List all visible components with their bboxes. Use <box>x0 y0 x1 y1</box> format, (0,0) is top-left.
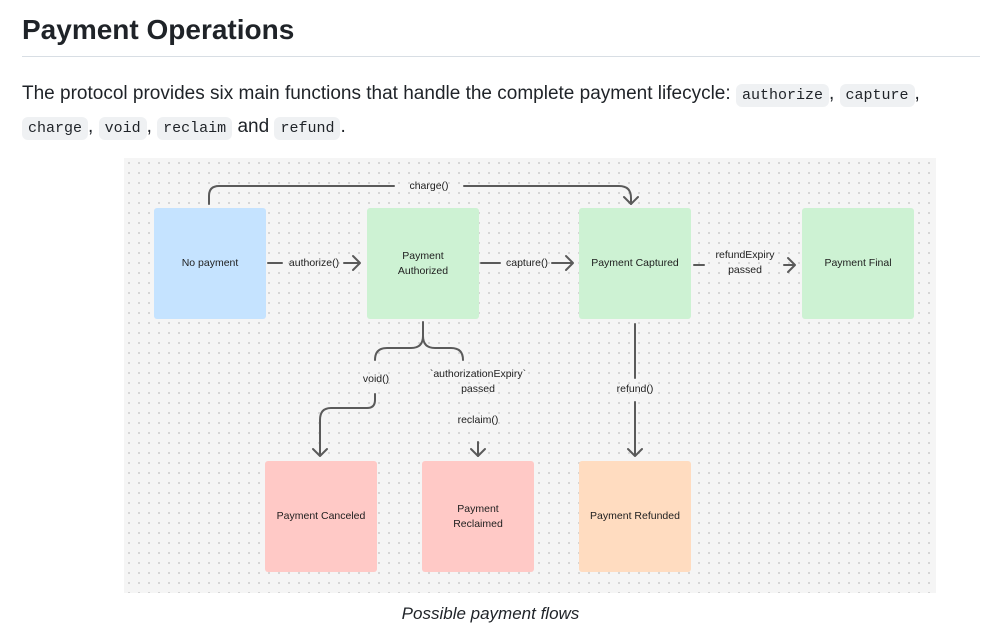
edge-label-authorization-expiry: `authorizationExpiry` passed <box>429 368 527 395</box>
edge-label-refund-expiry: refundExpiry passed <box>715 249 775 276</box>
separator: , <box>914 83 920 104</box>
node-payment-final: Payment Final <box>802 208 914 319</box>
heading-divider <box>22 56 980 57</box>
refund-expiry-arrowhead <box>787 257 796 273</box>
function-authorize: authorize <box>735 84 829 107</box>
edge-label-authorize: authorize() <box>288 257 340 269</box>
node-no-payment: No payment <box>154 208 266 319</box>
separator: , <box>828 83 840 104</box>
payment-flow-diagram: No payment Payment Authorized Payment Ca… <box>124 158 936 593</box>
edge-label-refund: refund() <box>616 383 654 395</box>
separator: , <box>88 116 99 137</box>
page-title: Payment Operations <box>22 14 295 45</box>
node-payment-reclaimed: Payment Reclaimed <box>422 461 534 572</box>
edge-label-void: void() <box>362 373 390 385</box>
node-payment-refunded: Payment Refunded <box>579 461 691 572</box>
void-arrowhead <box>312 448 328 457</box>
separator: , <box>146 116 158 137</box>
capture-arrowhead <box>565 255 574 271</box>
intro-paragraph: The protocol provides six main functions… <box>22 78 972 144</box>
sentence-end: . <box>340 116 346 137</box>
diagram-caption: Possible payment flows <box>401 604 580 623</box>
reclaim-arrowhead <box>470 448 486 457</box>
charge-connector <box>208 185 632 205</box>
edge-label-reclaim: reclaim() <box>457 414 499 426</box>
edge-label-charge: charge() <box>409 180 449 192</box>
function-charge: charge <box>22 117 89 140</box>
branch-brace <box>374 321 464 361</box>
function-refund: refund <box>274 117 341 140</box>
function-reclaim: reclaim <box>157 117 233 140</box>
node-payment-authorized: Payment Authorized <box>367 208 479 319</box>
function-void: void <box>98 117 147 140</box>
authorize-arrowhead <box>352 255 361 271</box>
void-connector <box>319 393 376 456</box>
function-capture: capture <box>839 84 915 107</box>
diagram-connectors <box>208 185 796 457</box>
charge-arrowhead <box>623 196 639 205</box>
refund-arrowhead <box>627 448 643 457</box>
intro-text: The protocol provides six main functions… <box>22 83 736 104</box>
node-payment-canceled: Payment Canceled <box>265 461 377 572</box>
conjunction-and: and <box>232 116 275 137</box>
edge-label-capture: capture() <box>505 257 548 269</box>
node-payment-captured: Payment Captured <box>579 208 691 319</box>
